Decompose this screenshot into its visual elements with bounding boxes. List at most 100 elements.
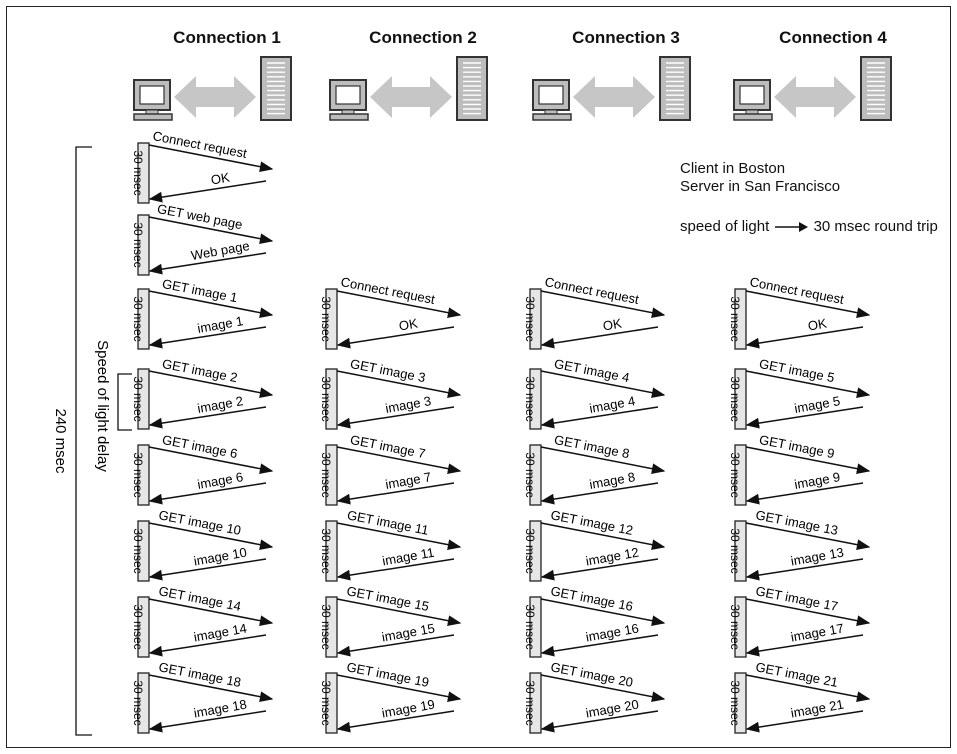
- client-computer-icon: [532, 79, 572, 121]
- round-trip-label: 30 msec: [319, 528, 333, 573]
- request-arrow: [745, 674, 871, 702]
- round-trip-label: 30 msec: [319, 296, 333, 341]
- round-trip-label: 30 msec: [319, 680, 333, 725]
- client-timeline-bar: [734, 672, 747, 734]
- server-tower-icon: [860, 56, 892, 121]
- request-label: Connect request: [749, 274, 846, 307]
- request-arrow: [336, 598, 462, 626]
- request-arrow: [336, 370, 462, 398]
- client-timeline-bar: [137, 214, 150, 276]
- connection-3-icons: [532, 56, 691, 121]
- response-arrow: [336, 406, 455, 429]
- request-arrow: [148, 144, 274, 172]
- response-arrow: [148, 710, 267, 733]
- connection-2-icons: [329, 56, 488, 121]
- response-arrow: [148, 558, 267, 581]
- response-arrow: [540, 326, 659, 349]
- round-trip-label: 30 msec: [131, 680, 145, 725]
- client-timeline-bar: [529, 368, 542, 430]
- request-arrow: [540, 522, 666, 550]
- response-arrow: [148, 252, 267, 275]
- request-arrow: [336, 446, 462, 474]
- client-timeline-bar: [734, 288, 747, 350]
- request-arrow: [336, 522, 462, 550]
- round-trip-label: 30 msec: [728, 452, 742, 497]
- bidirectional-link-icon: [573, 76, 655, 118]
- response-label: image 19: [381, 697, 436, 721]
- client-computer-icon: [133, 79, 173, 121]
- response-arrow: [336, 634, 455, 657]
- response-arrow: [745, 406, 864, 429]
- response-label: image 11: [381, 545, 435, 569]
- response-label: image 12: [585, 545, 640, 569]
- client-timeline-bar: [529, 520, 542, 582]
- client-timeline-bar: [325, 444, 338, 506]
- round-trip-label: 30 msec: [728, 528, 742, 573]
- bidirectional-link-icon: [174, 76, 256, 118]
- response-label: image 16: [585, 621, 640, 645]
- client-timeline-bar: [137, 288, 150, 350]
- round-trip-label: 30 msec: [523, 452, 537, 497]
- connection-4-header: Connection 4: [779, 28, 887, 47]
- request-arrow: [745, 598, 871, 626]
- delay-bracket: [117, 373, 132, 431]
- response-arrow: [336, 558, 455, 581]
- server-tower-icon: [659, 56, 691, 121]
- client-timeline-bar: [734, 444, 747, 506]
- request-arrow: [540, 290, 666, 318]
- response-label: OK: [210, 169, 231, 187]
- bidirectional-link-icon: [370, 76, 452, 118]
- response-arrow: [148, 406, 267, 429]
- client-timeline-bar: [325, 596, 338, 658]
- client-timeline-bar: [325, 672, 338, 734]
- response-label: image 13: [790, 545, 845, 569]
- client-timeline-bar: [137, 672, 150, 734]
- response-arrow: [745, 558, 864, 581]
- request-arrow: [148, 522, 274, 550]
- response-arrow: [745, 710, 864, 733]
- client-timeline-bar: [137, 142, 150, 204]
- round-trip-label: 30 msec: [728, 376, 742, 421]
- round-trip-label: 30 msec: [728, 604, 742, 649]
- total-time-bracket: [75, 146, 92, 736]
- response-arrow: [745, 326, 864, 349]
- request-arrow: [540, 446, 666, 474]
- connection-1-icons: [133, 56, 292, 121]
- response-arrow: [336, 482, 455, 505]
- response-arrow: [540, 558, 659, 581]
- client-timeline-bar: [734, 520, 747, 582]
- client-timeline-bar: [734, 596, 747, 658]
- request-label: Connect request: [340, 274, 437, 307]
- location-note-server: Server in San Francisco: [680, 178, 841, 195]
- diagram-frame: [6, 6, 951, 748]
- client-timeline-bar: [325, 368, 338, 430]
- client-timeline-bar: [529, 288, 542, 350]
- round-trip-label: 30 msec: [319, 604, 333, 649]
- request-arrow: [148, 674, 274, 702]
- connection-2-header: Connection 2: [369, 28, 477, 47]
- request-arrow: [540, 370, 666, 398]
- server-tower-icon: [260, 56, 292, 121]
- request-arrow: [540, 598, 666, 626]
- request-arrow: [745, 290, 871, 318]
- round-trip-label: 30 msec: [728, 296, 742, 341]
- right-arrow-icon: [775, 222, 809, 233]
- request-arrow: [745, 370, 871, 398]
- response-label: image 9: [793, 469, 841, 492]
